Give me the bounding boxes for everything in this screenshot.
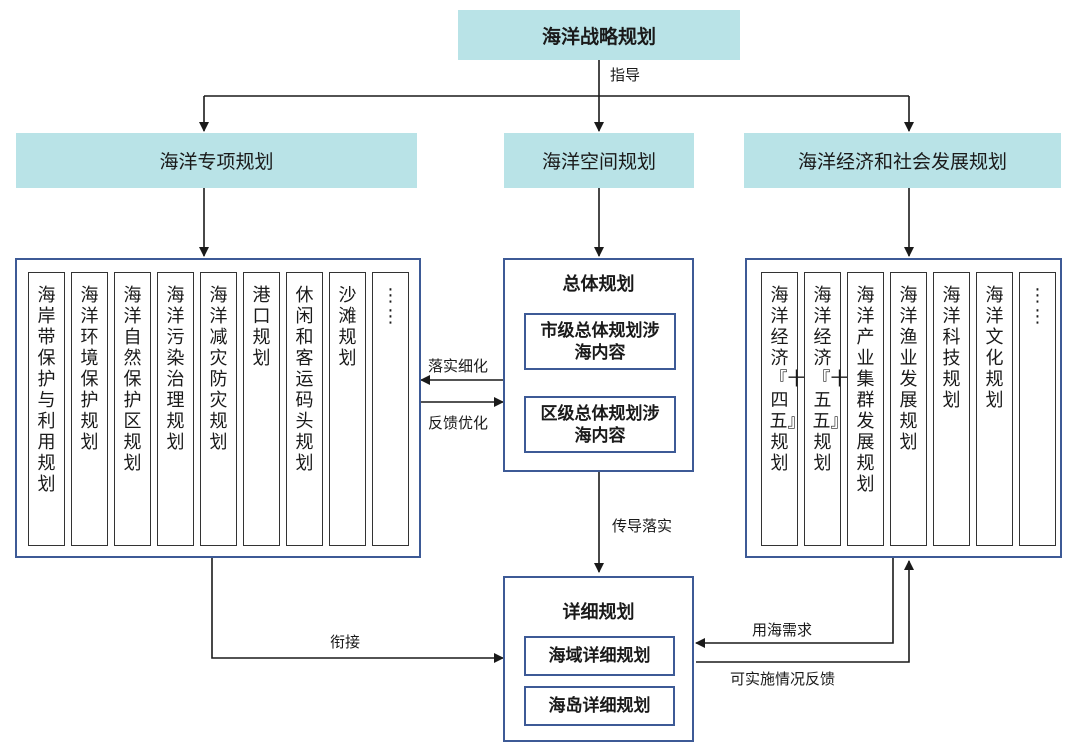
island-detail-plan-box: 海岛详细规划 <box>524 686 675 726</box>
spatial-plan-title: 海洋空间规划 <box>541 151 656 173</box>
economic-plan-column-text: 海洋经济『十五五』规划 <box>812 285 849 474</box>
district-overall-plan-box: 区级总体规划涉海内容 <box>524 396 676 453</box>
special-plan-column-text: 港口规划 <box>252 285 271 369</box>
guide-label: 指导 <box>610 66 641 84</box>
spatial-plan-box: 海洋空间规划 <box>504 133 694 188</box>
special-plan-column-text: 休闲和客运码头规划 <box>295 285 314 474</box>
special-plan-box: 海洋专项规划 <box>16 133 417 188</box>
special-plan-column-text: 海洋污染治理规划 <box>166 285 185 453</box>
sea-area-detail-plan-box: 海域详细规划 <box>524 636 675 676</box>
transmit-implement-label: 传导落实 <box>612 517 673 535</box>
special-plan-column: 海洋自然保护区规划 <box>114 272 151 546</box>
special-plan-column-text: 海洋减灾防灾规划 <box>209 285 228 453</box>
economic-plan-box: 海洋经济和社会发展规划 <box>744 133 1061 188</box>
strategy-plan-box: 海洋战略规划 <box>458 10 740 60</box>
special-plan-column: ⋮⋮ <box>372 272 409 546</box>
feedback-optimize-label: 反馈优化 <box>428 414 489 432</box>
special-plan-column: 海洋污染治理规划 <box>157 272 194 546</box>
overall-plan-title: 总体规划 <box>562 274 635 295</box>
sea-area-detail-plan-text: 海域详细规划 <box>548 646 651 666</box>
economic-plan-title: 海洋经济和社会发展规划 <box>797 151 1007 173</box>
feasibility-feedback-label: 可实施情况反馈 <box>730 670 836 688</box>
city-overall-plan-box: 市级总体规划涉海内容 <box>524 313 676 370</box>
city-overall-plan-text: 市级总体规划涉海内容 <box>540 320 660 363</box>
special-plan-column: 沙滩规划 <box>329 272 366 546</box>
economic-plan-column: 海洋科技规划 <box>933 272 970 546</box>
special-plan-column: 港口规划 <box>243 272 280 546</box>
special-plan-column: 休闲和客运码头规划 <box>286 272 323 546</box>
economic-plan-column-text: 海洋文化规划 <box>985 285 1004 411</box>
implement-refine-label: 落实细化 <box>428 357 489 375</box>
economic-plan-column-text: 海洋经济『十四五』规划 <box>769 285 806 474</box>
economic-plan-column: 海洋渔业发展规划 <box>890 272 927 546</box>
detail-plan-title: 详细规划 <box>562 602 635 623</box>
strategy-plan-title: 海洋战略规划 <box>541 25 656 48</box>
economic-plan-column-text: 海洋产业集群发展规划 <box>856 285 875 495</box>
economic-plan-column: 海洋经济『十四五』规划 <box>761 272 806 546</box>
special-plan-column-text: 海洋自然保护区规划 <box>123 285 142 474</box>
economic-plan-column: 海洋产业集群发展规划 <box>847 272 884 546</box>
special-plan-column-text: 沙滩规划 <box>338 285 357 369</box>
district-overall-plan-text: 区级总体规划涉海内容 <box>540 403 660 446</box>
island-detail-plan-text: 海岛详细规划 <box>548 696 651 716</box>
special-plan-column-text: 海岸带保护与利用规划 <box>37 285 56 495</box>
special-plan-column: 海洋环境保护规划 <box>71 272 108 546</box>
special-plan-column: 海洋减灾防灾规划 <box>200 272 237 546</box>
economic-plan-column-text: 海洋渔业发展规划 <box>899 285 918 453</box>
economic-plan-column: ⋮⋮ <box>1019 272 1056 546</box>
economic-plan-column: 海洋文化规划 <box>976 272 1013 546</box>
special-plan-column-text: ⋮⋮ <box>381 285 400 327</box>
sea-demand-label: 用海需求 <box>752 621 813 639</box>
special-plan-column-text: 海洋环境保护规划 <box>80 285 99 453</box>
special-plan-title: 海洋专项规划 <box>159 151 274 173</box>
special-plan-column: 海岸带保护与利用规划 <box>28 272 65 546</box>
economic-plan-column-text: 海洋科技规划 <box>942 285 961 411</box>
economic-plan-column: 海洋经济『十五五』规划 <box>804 272 849 546</box>
economic-plan-column-text: ⋮⋮ <box>1028 285 1047 327</box>
connect-label: 衔接 <box>330 633 361 651</box>
